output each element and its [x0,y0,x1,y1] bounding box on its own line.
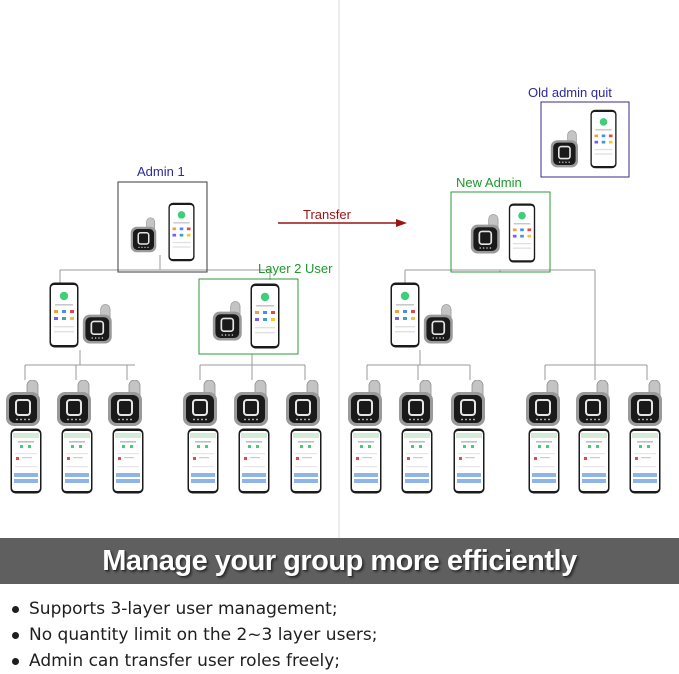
smartphone-app-icon [350,428,382,494]
layer3-left-group-2 [182,380,322,494]
smartphone-app-icon [629,428,661,494]
feature-list: Supports 3-layer user management; No qua… [10,596,377,674]
smart-lock-icon [212,300,243,342]
transfer-label: Transfer [303,207,352,222]
smartphone-app-icon [49,282,79,348]
smart-lock-icon [450,380,486,426]
smart-lock-icon [107,380,143,426]
smartphone-app-icon [250,283,280,349]
smart-lock-icon [398,380,434,426]
smartphone-app-icon [390,282,420,348]
smartphone-app-icon [590,109,617,169]
smart-lock-icon [525,380,561,426]
feature-item: Supports 3-layer user management; [10,596,377,622]
new-admin-box [450,191,551,273]
smart-lock-icon [56,380,92,426]
layer2-left-node [49,282,113,348]
smart-lock-icon [347,380,383,426]
feature-text: Supports 3-layer user management; [29,599,338,619]
smartphone-app-icon [238,428,270,494]
smart-lock-icon [233,380,269,426]
smart-lock-icon [550,129,579,169]
smartphone-app-icon [453,428,485,494]
headline-banner: Manage your group more efficiently [0,538,679,584]
smart-lock-icon [627,380,663,426]
smartphone-app-icon [112,428,144,494]
arrow-head [396,219,407,227]
smartphone-app-icon [10,428,42,494]
new-admin-label: New Admin [456,175,522,190]
headline-text: Manage your group more efficiently [102,544,577,577]
smart-lock-icon [182,380,218,426]
admin1-box [117,181,208,273]
smart-lock-icon [575,380,611,426]
old-admin-quit-label: Old admin quit [528,85,612,100]
smart-lock-icon [82,303,113,345]
smartphone-app-icon [528,428,560,494]
layer3-right-group-1 [347,380,486,494]
smartphone-app-icon [508,203,536,263]
admin1-label: Admin 1 [137,164,185,179]
old-admin-box [540,101,630,178]
feature-item: Admin can transfer user roles freely; [10,648,377,674]
bullet-dot-icon [12,605,19,613]
feature-item: No quantity limit on the 2~3 layer users… [10,622,377,648]
smartphone-app-icon [401,428,433,494]
smart-lock-icon [423,303,454,345]
layer2-user-box [198,278,299,355]
layer2-user-label: Layer 2 User [258,261,333,276]
smartphone-app-icon [187,428,219,494]
feature-text: No quantity limit on the 2~3 layer users… [29,625,378,645]
bullet-dot-icon [12,631,19,639]
smartphone-app-icon [578,428,610,494]
smartphone-app-icon [290,428,322,494]
layer2-right-node [390,282,454,348]
smart-lock-icon [285,380,321,426]
smartphone-app-icon [61,428,93,494]
feature-text: Admin can transfer user roles freely; [29,651,341,671]
smart-lock-icon [5,380,41,426]
left-tree-lines [24,255,306,380]
smart-lock-icon [470,213,501,255]
layer3-left-group-1 [5,380,144,494]
role-transfer-diagram: Admin 1 Layer 2 User Transfer [5,0,663,538]
bullet-dot-icon [12,657,19,665]
layer3-right-group-2 [525,380,663,494]
right-tree-lines [366,269,648,380]
smartphone-app-icon [168,202,195,262]
smart-lock-icon [130,216,158,254]
